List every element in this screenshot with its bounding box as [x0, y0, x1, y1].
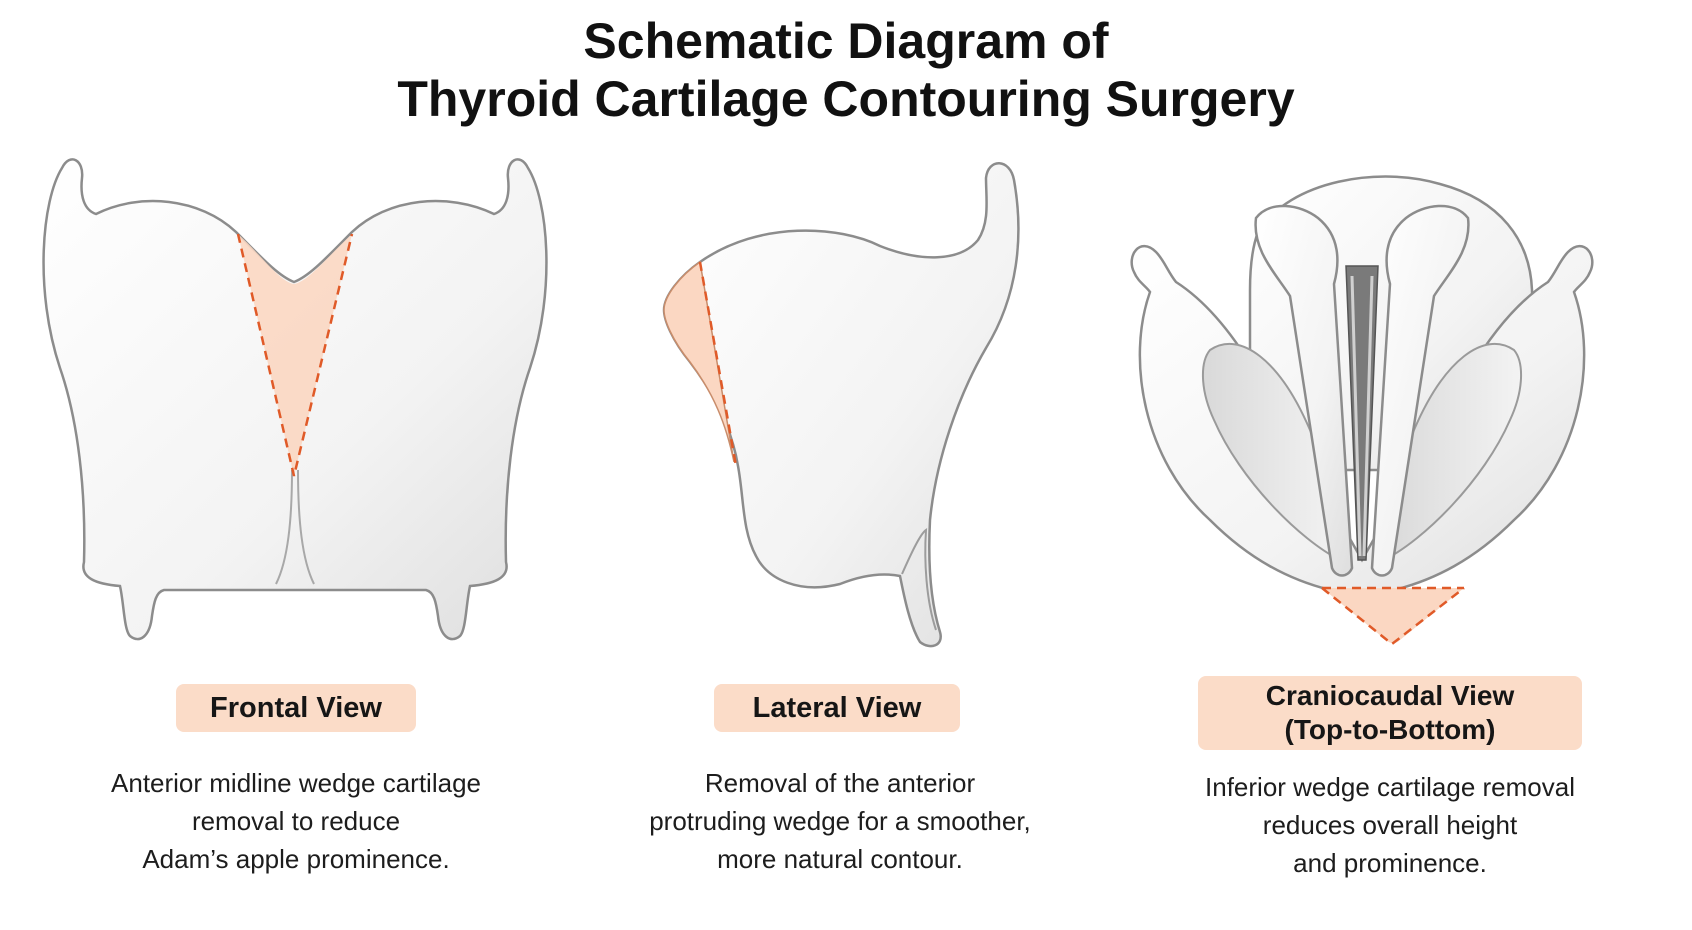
craniocaudal-view-description: Inferior wedge cartilage removal reduces…	[1130, 768, 1650, 882]
craniocaudal-desc-line: reduces overall height	[1130, 806, 1650, 844]
lateral-desc-line: protruding wedge for a smoother,	[600, 802, 1080, 840]
lateral-desc-line: more natural contour.	[600, 840, 1080, 878]
craniocaudal-view-cartilage	[1132, 177, 1593, 644]
lateral-view-cartilage	[664, 163, 1018, 646]
craniocaudal-wedge-area	[1322, 588, 1464, 643]
frontal-view-label: Frontal View	[176, 684, 416, 732]
craniocaudal-view-label: Craniocaudal View (Top-to-Bottom)	[1198, 676, 1582, 750]
craniocaudal-desc-line: and prominence.	[1130, 844, 1650, 882]
frontal-desc-line: removal to reduce	[46, 802, 546, 840]
frontal-view-description: Anterior midline wedge cartilage removal…	[46, 764, 546, 878]
lateral-view-label-text: Lateral View	[714, 692, 960, 725]
craniocaudal-label-line-2: (Top-to-Bottom)	[1198, 713, 1582, 747]
craniocaudal-desc-line: Inferior wedge cartilage removal	[1130, 768, 1650, 806]
frontal-desc-line: Adam’s apple prominence.	[46, 840, 546, 878]
frontal-view-label-text: Frontal View	[176, 692, 416, 725]
lateral-view-description: Removal of the anterior protruding wedge…	[600, 764, 1080, 878]
lateral-desc-line: Removal of the anterior	[600, 764, 1080, 802]
frontal-view-cartilage	[44, 159, 547, 639]
lateral-view-label: Lateral View	[714, 684, 960, 732]
frontal-desc-line: Anterior midline wedge cartilage	[46, 764, 546, 802]
craniocaudal-label-line-1: Craniocaudal View	[1198, 679, 1582, 713]
